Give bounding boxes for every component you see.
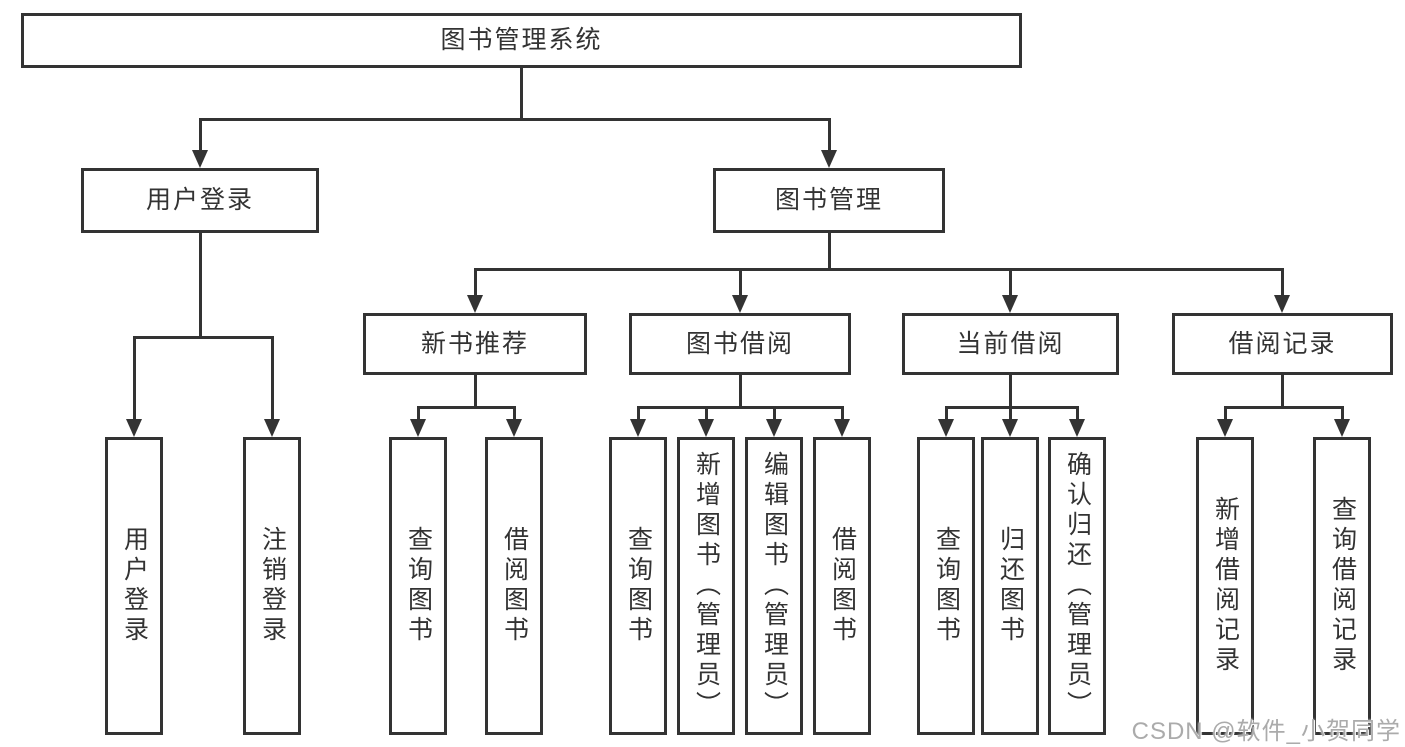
node-label: 查询图书: [404, 526, 433, 646]
node-root: 图书管理系统: [21, 13, 1022, 68]
node-label: 借阅图书: [828, 526, 857, 646]
arrowhead-down-icon: [732, 295, 748, 313]
arrowhead-down-icon: [410, 419, 426, 437]
node-user-login: 用户登录: [81, 168, 319, 233]
connector-line: [271, 336, 274, 421]
connector-line: [1076, 406, 1079, 422]
connector-line: [133, 336, 136, 421]
watermark: CSDN @软件_小贺同学: [1131, 718, 1401, 745]
connector-line: [199, 118, 831, 121]
node-leaf-add-book-admin: 新增图书（管理员）: [677, 437, 735, 735]
connector-line: [1009, 406, 1012, 422]
connector-line: [474, 268, 1284, 271]
node-leaf-add-borrow-record: 新增借阅记录: [1196, 437, 1254, 735]
connector-line: [1224, 406, 1344, 409]
arrowhead-down-icon: [467, 295, 483, 313]
node-leaf-borrow-book-rec: 借阅图书: [485, 437, 543, 735]
node-label: 用户登录: [145, 186, 254, 214]
connector-line: [945, 406, 948, 422]
node-borrow-record: 借阅记录: [1172, 313, 1393, 375]
node-label: 新增借阅记录: [1211, 496, 1240, 676]
node-leaf-confirm-return-admin: 确认归还（管理员）: [1048, 437, 1106, 735]
node-label: 编辑图书（管理员）: [760, 451, 789, 721]
connector-line: [199, 233, 202, 339]
arrowhead-down-icon: [126, 419, 142, 437]
node-new-book-rec: 新书推荐: [363, 313, 587, 375]
node-label: 图书管理: [774, 186, 883, 214]
node-book-borrow: 图书借阅: [629, 313, 851, 375]
arrowhead-down-icon: [1069, 419, 1085, 437]
node-leaf-borrow-book: 借阅图书: [813, 437, 871, 735]
connector-line: [828, 118, 831, 153]
node-leaf-query-book-current: 查询图书: [917, 437, 975, 735]
connector-line: [417, 406, 516, 409]
arrowhead-down-icon: [821, 150, 837, 168]
arrowhead-down-icon: [630, 419, 646, 437]
node-label: 查询图书: [932, 526, 961, 646]
arrowhead-down-icon: [192, 150, 208, 168]
connector-line: [199, 118, 202, 153]
node-label: 借阅图书: [500, 526, 529, 646]
arrowhead-down-icon: [1334, 419, 1350, 437]
connector-line: [133, 336, 274, 339]
connector-line: [739, 268, 742, 297]
arrowhead-down-icon: [1217, 419, 1233, 437]
node-leaf-user-login: 用户登录: [105, 437, 163, 735]
node-label: 查询借阅记录: [1328, 496, 1357, 676]
connector-line: [945, 406, 1079, 409]
node-leaf-return-book: 归还图书: [981, 437, 1039, 735]
arrowhead-down-icon: [264, 419, 280, 437]
connector-line: [417, 406, 420, 422]
connector-line: [828, 233, 831, 271]
arrowhead-down-icon: [1002, 295, 1018, 313]
node-book-mgmt: 图书管理: [713, 168, 945, 233]
arrowhead-down-icon: [766, 419, 782, 437]
connector-line: [474, 375, 477, 409]
node-leaf-edit-book-admin: 编辑图书（管理员）: [745, 437, 803, 735]
node-leaf-query-book-borrow: 查询图书: [609, 437, 667, 735]
arrowhead-down-icon: [938, 419, 954, 437]
connector-line: [520, 68, 523, 120]
connector-line: [1009, 375, 1012, 409]
node-label: 确认归还（管理员）: [1063, 451, 1092, 721]
node-label: 新增图书（管理员）: [692, 451, 721, 721]
node-current-borrow: 当前借阅: [902, 313, 1119, 375]
arrowhead-down-icon: [1274, 295, 1290, 313]
connector-line: [1281, 268, 1284, 297]
node-label: 归还图书: [996, 526, 1025, 646]
connector-line: [1281, 375, 1284, 409]
arrowhead-down-icon: [698, 419, 714, 437]
connector-line: [841, 406, 844, 422]
connector-line: [705, 406, 708, 422]
connector-line: [773, 406, 776, 422]
connector-line: [739, 375, 742, 409]
node-label: 当前借阅: [956, 329, 1065, 358]
arrowhead-down-icon: [1002, 419, 1018, 437]
node-label: 图书借阅: [685, 329, 794, 358]
connector-line: [1009, 268, 1012, 297]
connector-line: [1224, 406, 1227, 422]
node-label: 查询图书: [624, 526, 653, 646]
node-label: 借阅记录: [1228, 329, 1337, 358]
node-leaf-logout: 注销登录: [243, 437, 301, 735]
connector-line: [513, 406, 516, 422]
arrowhead-down-icon: [834, 419, 850, 437]
connector-line: [637, 406, 640, 422]
node-label: 注销登录: [258, 526, 287, 646]
node-label: 新书推荐: [420, 329, 529, 358]
node-leaf-query-book-rec: 查询图书: [389, 437, 447, 735]
connector-line: [637, 406, 844, 409]
arrowhead-down-icon: [506, 419, 522, 437]
node-label: 图书管理系统: [440, 26, 603, 54]
node-label: 用户登录: [120, 526, 149, 646]
connector-line: [1341, 406, 1344, 422]
connector-line: [474, 268, 477, 297]
node-leaf-query-borrow-record: 查询借阅记录: [1313, 437, 1371, 735]
